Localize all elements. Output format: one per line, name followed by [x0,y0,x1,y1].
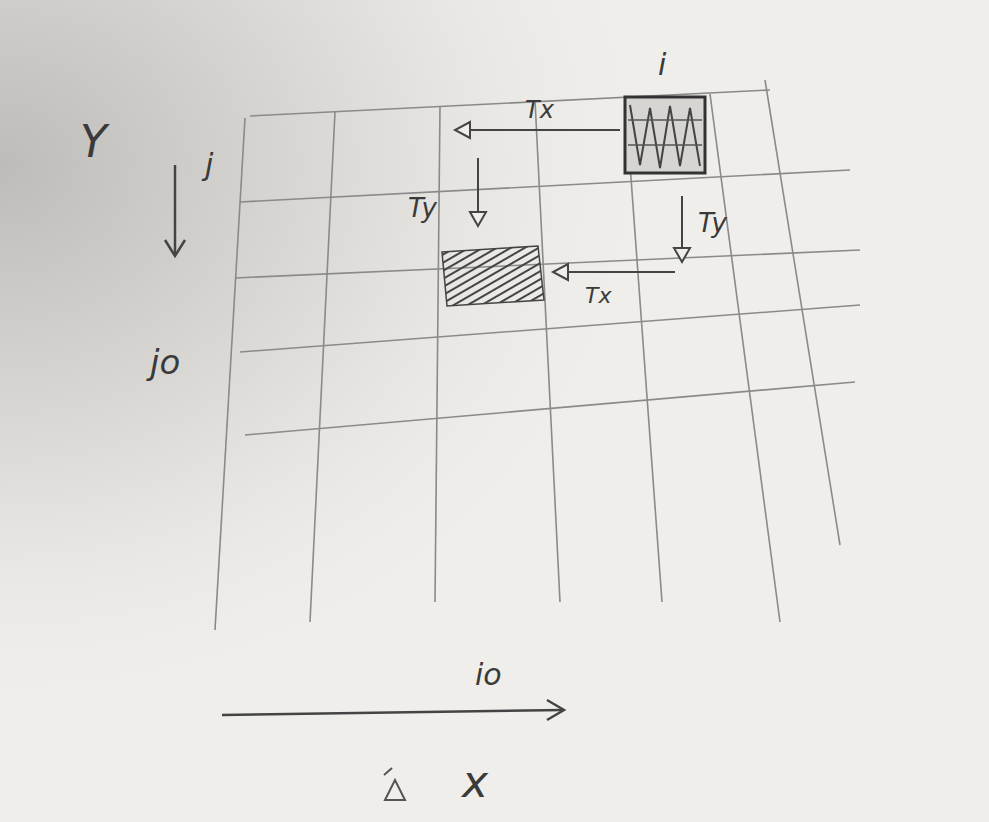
sketch-label: i [658,50,666,80]
sketch-label: j [205,150,213,180]
scribble [384,768,405,800]
sketch-label: Ty [408,195,437,221]
target-cell [442,246,544,306]
source-cell [625,97,705,173]
sketch-label: io [475,660,502,690]
grid [215,80,860,630]
sketch-label: x [462,760,488,804]
axis-arrows [165,165,564,720]
sketch-label: Tx [525,98,554,122]
shift-arrows [455,122,690,280]
sketch-label: Y [80,120,107,164]
sketch-label: jo [150,345,180,379]
sketch-label: Tx [585,285,611,307]
sketch-label: Ty [698,210,727,236]
